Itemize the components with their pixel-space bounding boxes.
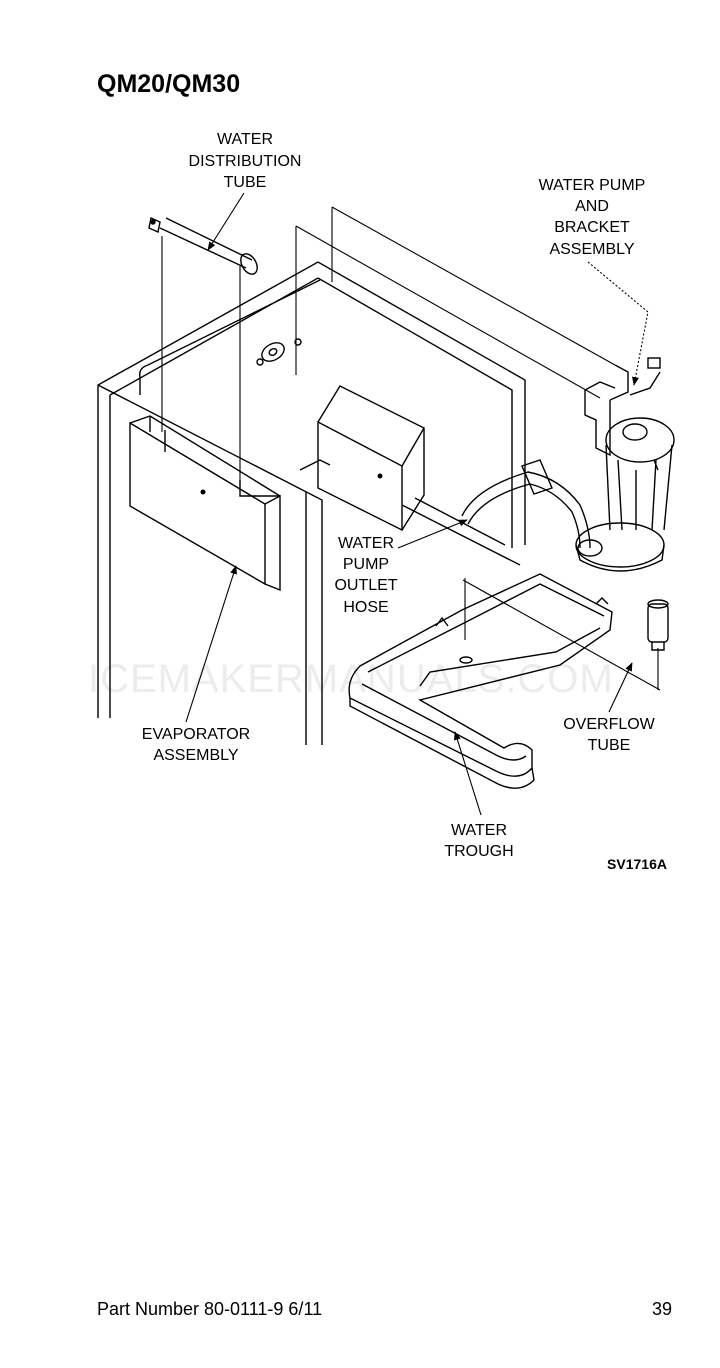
label-water-trough: WATER TROUGH [444,822,513,860]
label-line: WATER [338,535,394,552]
label-evaporator-assembly: EVAPORATOR ASSEMBLY [142,726,250,764]
footer-part-number: Part Number 80-0111-9 6/11 [97,1299,323,1319]
tube-clip-bracket [256,338,302,366]
label-overflow-tube: OVERFLOW TUBE [563,716,655,754]
label-water-distribution-tube: WATER DISTRIBUTION TUBE [189,131,302,191]
label-line: PUMP [343,556,389,573]
label-line: ASSEMBLY [549,241,634,258]
watermark: ICEMAKERMANUALS.COM [88,657,614,701]
footer-page-number: 39 [651,1299,672,1319]
callout-leaders [185,192,649,816]
exploded-parts-diagram: ICEMAKERMANUALS.COM [88,131,675,872]
label-line: TUBE [588,737,631,754]
label-line: AND [575,198,609,215]
label-line: TROUGH [444,843,513,860]
label-line: OUTLET [334,577,397,594]
figure-code: SV1716A [607,856,667,872]
page-title: QM20/QM30 [97,70,241,98]
label-line: OVERFLOW [563,716,655,733]
cabinet-frame [97,261,526,745]
water-distribution-tube [148,217,258,275]
control-box [317,385,521,566]
label-line: WATER [451,822,507,839]
label-water-pump-outlet-hose: WATER PUMP OUTLET HOSE [334,535,397,616]
water-pump-outlet-hose [461,459,591,549]
label-line: WATER PUMP [539,177,646,194]
water-trough [348,573,613,789]
label-line: WATER [217,131,273,148]
evaporator-assembly [129,415,281,592]
label-line: TUBE [224,174,267,191]
water-pump-bracket-assembly [575,357,675,572]
label-line: BRACKET [554,219,630,236]
label-line: HOSE [343,599,388,616]
label-line: ASSEMBLY [153,747,238,764]
label-line: DISTRIBUTION [189,153,302,170]
label-line: EVAPORATOR [142,726,250,743]
mounting-guide-lines [161,206,661,691]
overflow-tube [647,599,669,651]
label-water-pump-bracket: WATER PUMP AND BRACKET ASSEMBLY [539,177,646,258]
